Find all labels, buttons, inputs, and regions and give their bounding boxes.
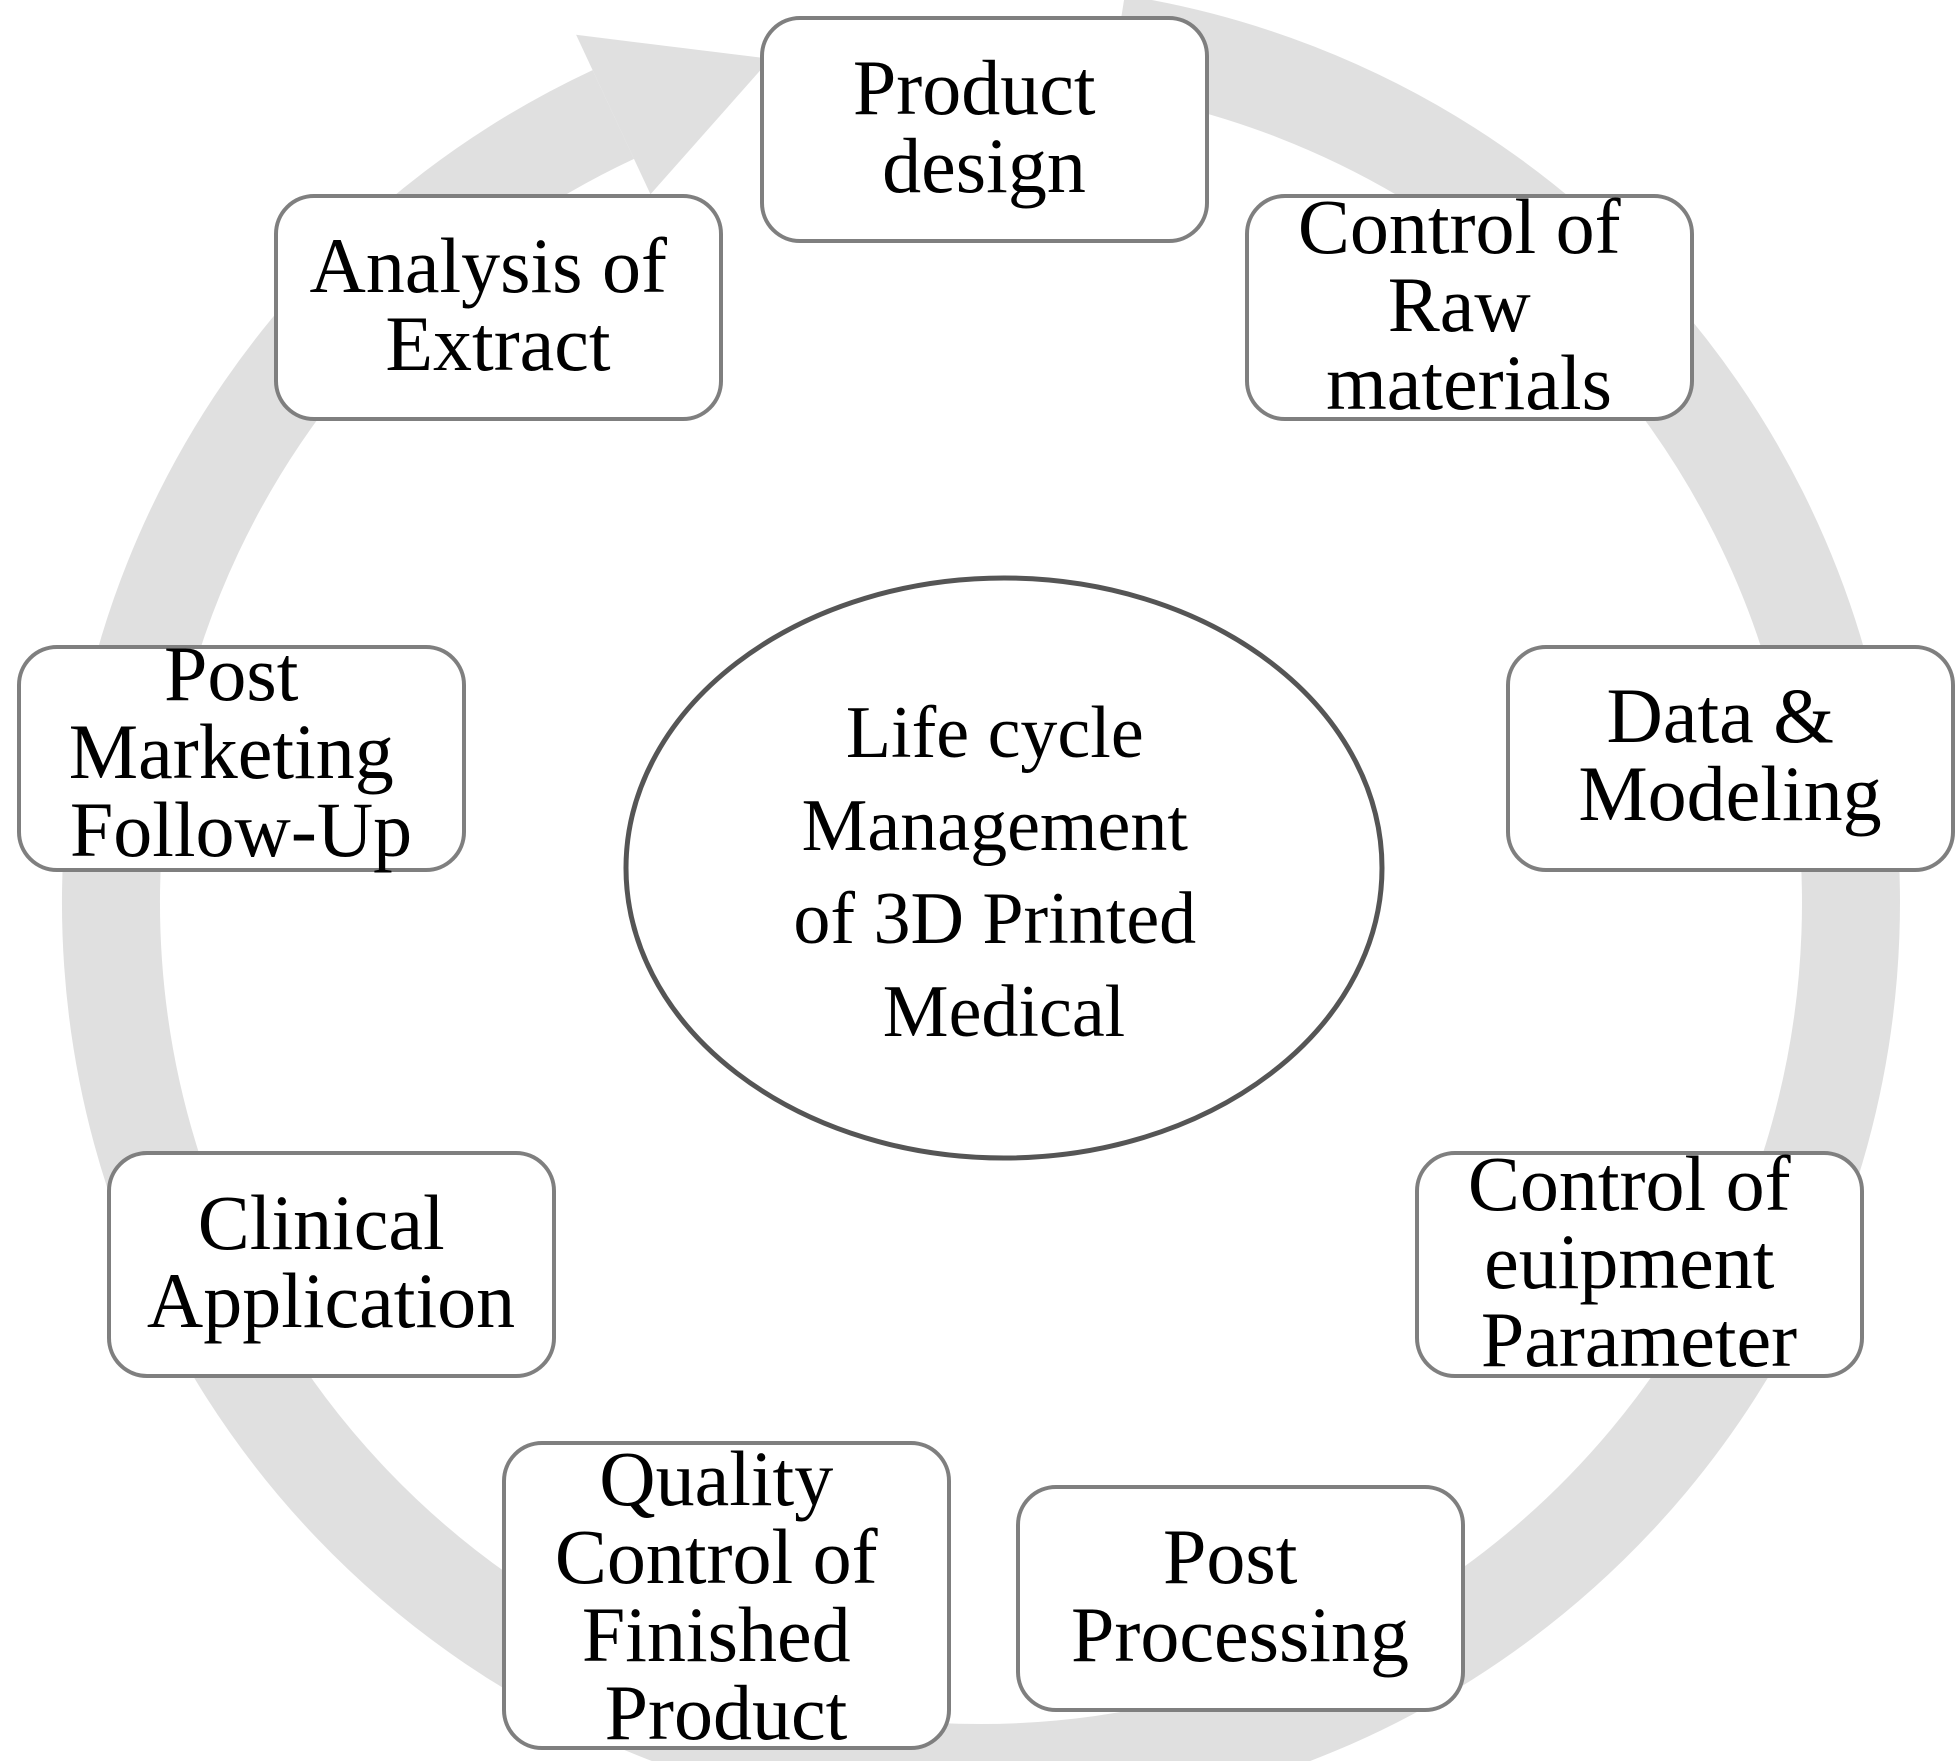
stage-product-design: Product design: [760, 16, 1209, 243]
stage-label: Clinical Application: [147, 1179, 515, 1344]
stage-label-line: Processing: [1071, 1591, 1409, 1678]
stage-label-line: Post: [1163, 1513, 1298, 1600]
center-node: Life cycle Management of 3D Printed Medi…: [623, 575, 1385, 1161]
stage-label: Control of Raw materials: [1298, 183, 1640, 426]
stage-box: [502, 1441, 951, 1750]
stage-clinical-application: Clinical Application: [107, 1151, 556, 1378]
stage-label: Data & Modeling: [1578, 672, 1881, 837]
center-ellipse: [623, 575, 1385, 1161]
center-title-line: of 3D Printed: [793, 878, 1196, 960]
stage-label-line: Product: [853, 44, 1096, 131]
stage-label-line: Marketing: [69, 708, 394, 795]
cycle-arrow-head: [576, 34, 771, 195]
stage-box: [1245, 194, 1694, 421]
stage-label-line: Control of: [1298, 183, 1621, 270]
stage-quality-control: Quality Control of Finished Product: [502, 1435, 951, 1756]
center-title-line: Medical: [883, 971, 1125, 1053]
stage-label-line: Follow-Up: [70, 786, 412, 873]
stage-control-equipment-parameter: Control of euipment Parameter: [1415, 1140, 1864, 1383]
stage-label-line: euipment: [1484, 1218, 1775, 1305]
stage-label-line: Control of: [1468, 1140, 1791, 1227]
stage-label-line: Application: [147, 1257, 515, 1344]
stage-label-line: Product: [605, 1669, 848, 1756]
stage-label-line: Finished: [582, 1591, 851, 1678]
stage-label-line: Post: [164, 630, 299, 717]
stage-label: Post Marketing Follow-Up: [69, 630, 413, 873]
stage-box: [1415, 1151, 1864, 1378]
stage-box: [107, 1151, 556, 1378]
stage-post-processing: Post Processing: [1016, 1485, 1465, 1712]
stage-label: Control of euipment Parameter: [1468, 1140, 1810, 1383]
stage-label: Post Processing: [1071, 1513, 1409, 1678]
stage-analysis-of-extract: Analysis of Extract: [274, 194, 723, 421]
stage-label-line: Modeling: [1578, 750, 1881, 837]
center-title-line: Management: [802, 785, 1189, 867]
stage-label-line: Analysis of: [310, 222, 668, 309]
stage-box: [1016, 1485, 1465, 1712]
stage-label-line: design: [882, 122, 1086, 209]
stage-label: Analysis of Extract: [310, 222, 687, 387]
stage-label: Quality Control of Finished Product: [555, 1435, 897, 1756]
stage-data-modeling: Data & Modeling: [1506, 645, 1955, 872]
stage-label-line: Quality: [599, 1435, 833, 1522]
stage-label-line: Extract: [385, 300, 611, 387]
stage-control-raw-materials: Control of Raw materials: [1245, 183, 1694, 426]
center-title: Life cycle Management of 3D Printed Medi…: [793, 692, 1214, 1053]
stage-label-line: Parameter: [1481, 1296, 1797, 1383]
stage-label-line: materials: [1326, 339, 1612, 426]
stage-box: [1506, 645, 1955, 872]
stage-label-line: Clinical: [198, 1179, 445, 1266]
stage-post-marketing-follow-up: Post Marketing Follow-Up: [17, 630, 466, 873]
stage-label-line: Control of: [555, 1513, 878, 1600]
stage-box: [274, 194, 723, 421]
center-title-line: Life cycle: [846, 692, 1144, 774]
stage-box: [760, 16, 1209, 243]
stage-box: [17, 645, 466, 872]
stage-label-line: Data &: [1607, 672, 1834, 759]
stage-label: Product design: [853, 44, 1115, 209]
stage-label-line: Raw: [1388, 261, 1531, 348]
